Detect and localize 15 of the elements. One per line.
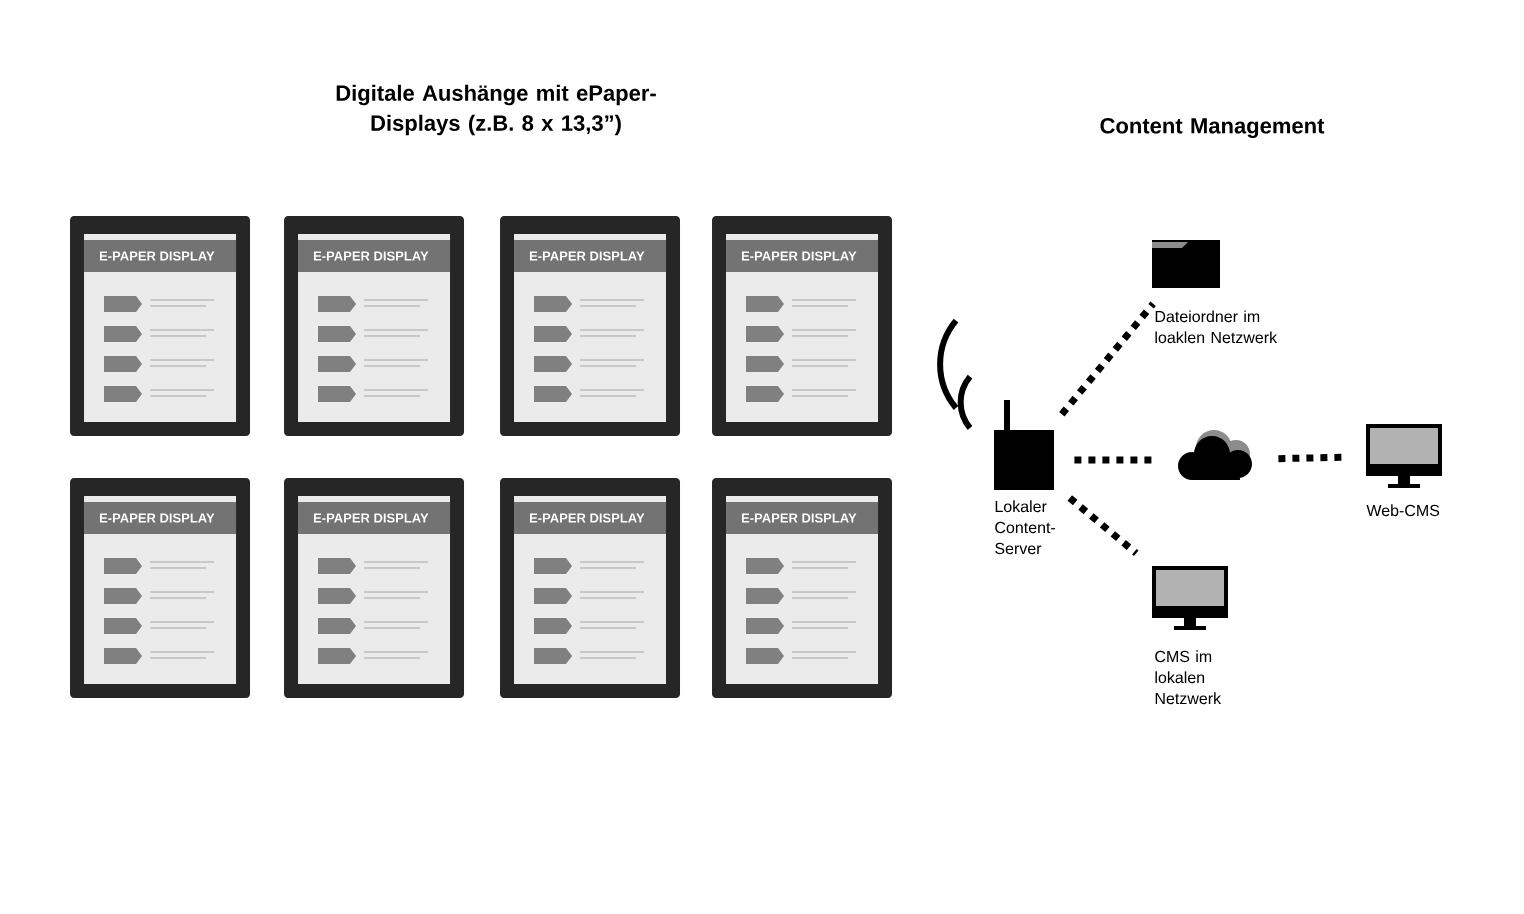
icon-caption: Web-CMS — [1366, 504, 1440, 517]
cloud-icon — [1178, 430, 1252, 480]
dotted-connector — [1074, 456, 1154, 464]
monitor-icon — [1366, 424, 1442, 488]
server-icon — [994, 400, 1054, 490]
icon-caption: Lokaler Content-Server — [995, 500, 1056, 555]
icon-caption: Dateiordner im loaklen Netzwerk — [1155, 310, 1278, 344]
dotted-connector — [1067, 495, 1139, 556]
dotted-connector — [1059, 301, 1156, 417]
monitor-icon — [1152, 566, 1228, 630]
dotted-connector — [1278, 453, 1346, 463]
heading: Digitale Aushänge mit ePaper-Displays (z.B. 8 x 13,3”) — [336, 84, 656, 136]
icon-caption: CMS im lokalen Netzwerk — [1155, 650, 1222, 705]
heading: Content Management — [1100, 118, 1325, 138]
folder-icon — [1152, 240, 1220, 288]
